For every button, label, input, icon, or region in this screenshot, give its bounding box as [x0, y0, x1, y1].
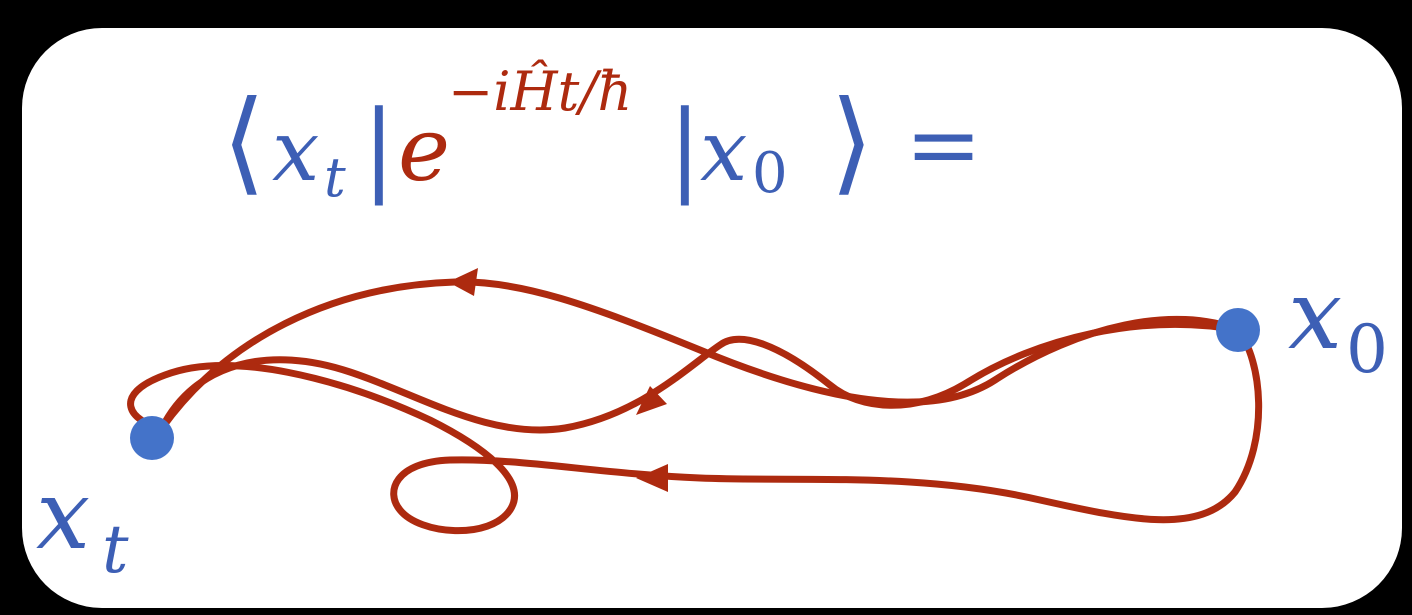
ket-subscript-0: 0	[752, 141, 788, 206]
paths	[127, 268, 1263, 535]
point-x0	[1216, 308, 1260, 352]
bra-x: x	[272, 102, 319, 200]
label-x0-letter: x	[1288, 259, 1342, 371]
ket-x: x	[700, 102, 747, 200]
equals-sign: =	[905, 91, 982, 198]
exp-exponent: −iĤt/ħ	[448, 59, 632, 123]
propagator-formula: ⟨ x t | e −iĤt/ħ | x 0 ⟩ =	[222, 59, 982, 209]
label-xt-subscript: t	[102, 511, 129, 588]
exp-base-e: e	[398, 98, 450, 201]
bra-bar: |	[362, 89, 396, 206]
point-xt	[130, 416, 174, 460]
arrow-middle	[636, 386, 667, 415]
ket-bar: |	[668, 89, 702, 206]
bra-subscript-t: t	[324, 146, 346, 209]
arrow-lower	[636, 464, 668, 492]
label-xt-letter: x	[36, 459, 90, 571]
path-middle	[158, 321, 1242, 434]
arrow-upper	[448, 268, 478, 296]
bra-open-bracket: ⟨	[222, 77, 266, 207]
path-lower	[127, 326, 1263, 535]
ket-close-bracket: ⟩	[830, 77, 874, 207]
panel	[22, 28, 1402, 608]
label-x0-subscript: 0	[1346, 311, 1388, 388]
